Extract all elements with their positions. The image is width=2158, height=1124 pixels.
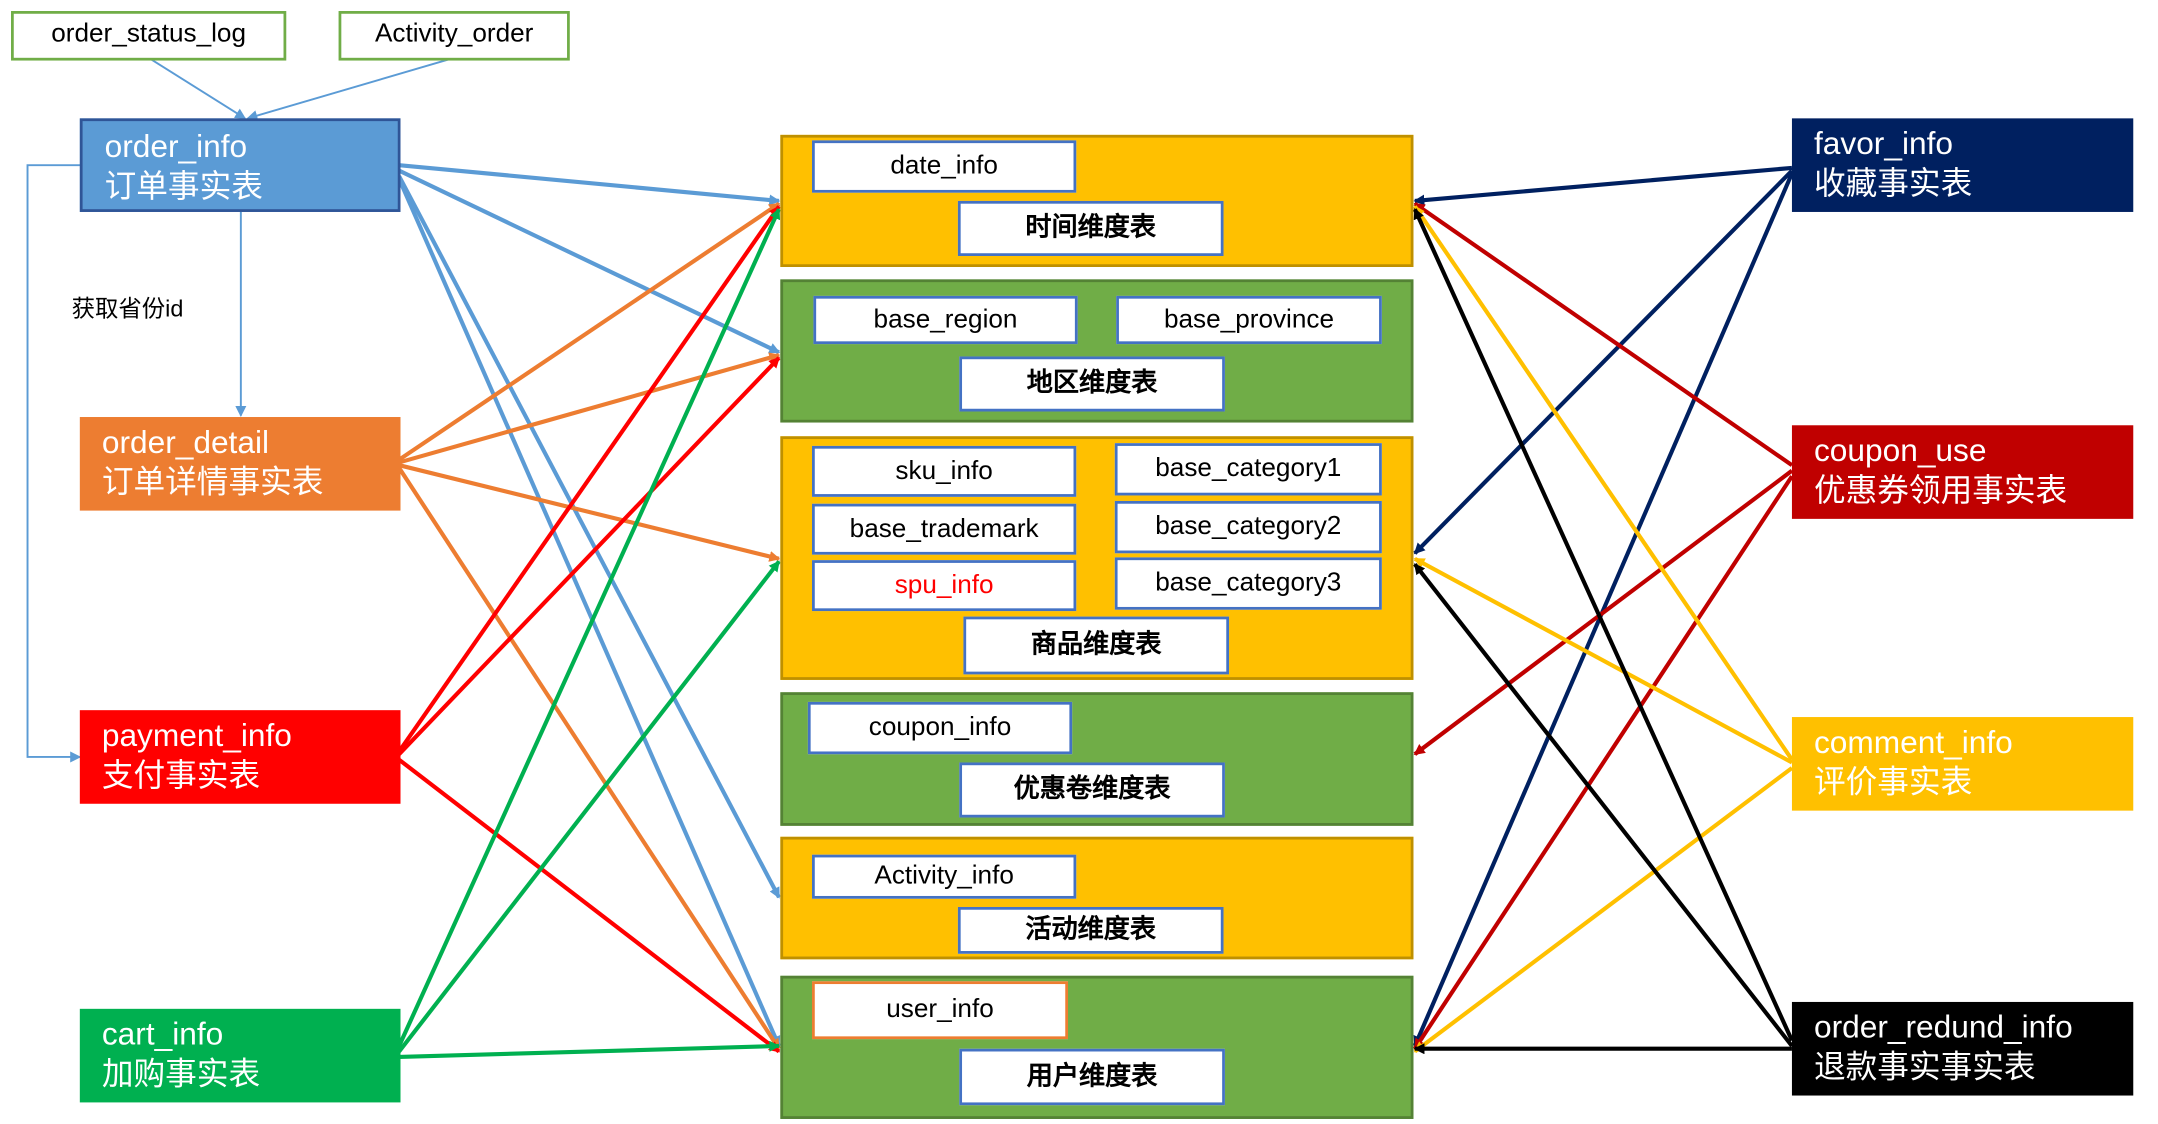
table-base-region: base_region (813, 295, 1078, 345)
fact-order-info-cn: 订单事实表 (104, 167, 263, 204)
table-date-info: date_info (812, 140, 1077, 193)
fact-order-info-name: order_info (104, 127, 248, 164)
fact-order-detail-cn: 订单详情事实表 (101, 463, 324, 500)
arrow-payment-info-to-time-dim (397, 205, 781, 753)
arrow-favor-info-to-user-dim (1412, 172, 1794, 1048)
arrow-favor-info-to-product-dim (1413, 169, 1794, 555)
arrow-order-info-to-activity-dim (397, 175, 781, 899)
arrow-cart-info-to-product-dim (397, 560, 781, 1053)
dim-label-time: 时间维度表 (957, 200, 1224, 256)
table-base-category1: base_category1 (1114, 443, 1382, 496)
activity-order-node: Activity_order (338, 11, 570, 61)
fact-order-detail: order_detail 订单详情事实表 (79, 417, 401, 511)
arrow-order-redund-info-to-time-dim (1412, 207, 1794, 1042)
arrow-coupon-use-to-user-dim (1413, 475, 1794, 1050)
fact-cart-info-name: cart_info (101, 1015, 224, 1052)
dim-label-coupon: 优惠卷维度表 (959, 762, 1225, 818)
arrow-comment-info-to-user-dim (1413, 766, 1794, 1054)
table-base-category2: base_category2 (1114, 500, 1382, 554)
fact-favor-info-name: favor_info (1813, 125, 1953, 162)
table-coupon-info: coupon_info (807, 701, 1073, 755)
arrow-order-info-to-region-dim (398, 168, 781, 355)
fact-cart-info-cn: 加购事实表 (101, 1055, 261, 1092)
fact-order-redund-info-cn: 退款事实事实表 (1813, 1048, 2036, 1085)
arrow-payment-info-to-region-dim (397, 356, 781, 756)
fact-coupon-use: coupon_use 优惠券领用事实表 (1791, 425, 2134, 519)
arrow-comment-info-to-product-dim (1413, 556, 1793, 765)
edge-note-province-id: 获取省份id (71, 295, 184, 323)
arrow-payment-info-to-user-dim (397, 758, 781, 1054)
order-status-log-label: order_status_log (51, 19, 247, 49)
fact-payment-info-name: payment_info (101, 717, 292, 753)
arrow-order-detail-to-product-dim (398, 463, 781, 562)
arrow-order-info-to-user-dim (397, 178, 781, 1048)
table-sku-info: sku_info (812, 445, 1077, 497)
table-base-province: base_province (1116, 295, 1382, 345)
arrow-order-redund-info-to-product-dim (1413, 563, 1794, 1048)
arrow-coupon-use-to-time-dim (1413, 201, 1794, 467)
table-user-info: user_info (812, 981, 1069, 1040)
arrow-order-info-to-time-dim (398, 163, 781, 206)
dim-label-user: 用户维度表 (959, 1048, 1225, 1106)
arrow-coupon-use-to-coupon-dim (1413, 469, 1794, 756)
table-activity-info: Activity_info (812, 854, 1077, 899)
table-base-trademark: base_trademark (812, 503, 1077, 555)
arrow-cart-info-to-user-dim (399, 1040, 781, 1060)
fact-payment-info: payment_info 支付事实表 (79, 710, 401, 804)
table-spu-info: spu_info (812, 560, 1077, 612)
arrow-order-info-to-payment-info (26, 164, 83, 763)
order-status-log-node: order_status_log (11, 11, 287, 61)
arrow-order-detail-to-user-dim (397, 466, 781, 1050)
fact-order-detail-name: order_detail (101, 423, 270, 460)
arrow-activity-order-to-order-info (246, 56, 455, 121)
fact-coupon-use-cn: 优惠券领用事实表 (1813, 472, 2068, 508)
fact-payment-info-cn: 支付事实表 (101, 756, 261, 793)
fact-favor-info: favor_info 收藏事实表 (1791, 118, 2134, 212)
fact-order-info: order_info 订单事实表 (79, 118, 401, 212)
arrow-order-detail-to-time-dim (397, 201, 781, 462)
arrow-comment-info-to-time-dim (1413, 205, 1794, 761)
arrow-order-detail-to-region-dim (398, 352, 781, 465)
fact-comment-info: comment_info 评价事实表 (1791, 717, 2134, 811)
table-base-category3: base_category3 (1114, 557, 1382, 610)
fact-order-redund-info: order_redund_info 退款事实事实表 (1791, 1001, 2134, 1096)
arrow-order-status-log-to-order-info (148, 56, 247, 120)
dim-label-product: 商品维度表 (963, 616, 1230, 675)
dim-label-activity: 活动维度表 (957, 906, 1224, 954)
fact-comment-info-cn: 评价事实表 (1813, 763, 1973, 800)
dim-label-region: 地区维度表 (959, 356, 1225, 412)
fact-favor-info-cn: 收藏事实表 (1813, 165, 1973, 201)
fact-order-redund-info-name: order_redund_info (1813, 1008, 2073, 1045)
fact-comment-info-name: comment_info (1813, 723, 2013, 760)
fact-coupon-use-name: coupon_use (1813, 432, 1987, 468)
fact-cart-info: cart_info 加购事实表 (79, 1008, 401, 1103)
arrow-cart-info-to-time-dim (397, 207, 781, 1047)
arrow-favor-info-to-time-dim (1413, 165, 1793, 206)
activity-order-label: Activity_order (374, 19, 534, 49)
